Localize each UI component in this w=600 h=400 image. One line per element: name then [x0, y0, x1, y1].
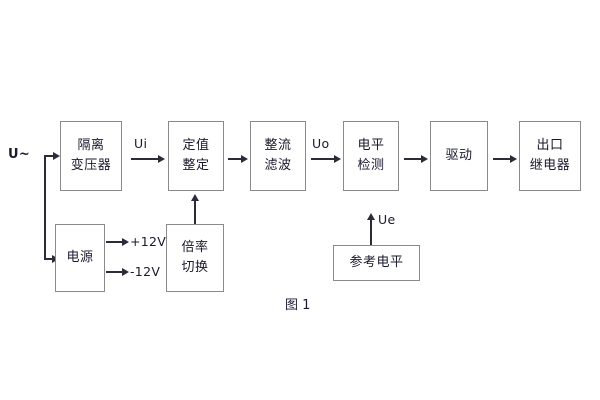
block-multiplier-switch: 倍率 切换	[166, 224, 224, 292]
block-line: 整流	[264, 137, 292, 153]
rail-label-positive: +12V	[130, 234, 167, 249]
block-line: 变压器	[70, 158, 112, 173]
block-line: 电平	[357, 137, 385, 153]
wire-rail-positive	[106, 241, 123, 243]
block-line: 倍率	[181, 239, 209, 255]
wire-level-detection-to-driver	[404, 158, 422, 160]
wire-driver-to-output-relay	[493, 158, 511, 160]
rail-label-negative: -12V	[130, 264, 161, 279]
block-level-detection: 电平 检测	[343, 121, 399, 191]
wire-setpoint-to-rectifier	[228, 158, 242, 160]
wire-reference-to-level-detection	[370, 219, 372, 245]
block-line: 隔离	[77, 137, 105, 153]
arrow-rectifier-to-level-detection-icon	[334, 154, 341, 163]
block-line: 出口	[536, 137, 564, 153]
arrow-level-detection-to-driver-icon	[421, 154, 428, 163]
block-line: 滤波	[264, 158, 292, 173]
input-to-power-supply-wire	[44, 258, 53, 260]
signal-label-ui: Ui	[134, 136, 148, 151]
arrow-reference-to-level-detection-icon	[366, 213, 375, 220]
figure-caption: 图 1	[285, 298, 311, 313]
arrow-rail-negative-icon	[122, 267, 129, 276]
block-isolation-transformer: 隔离 变压器	[60, 121, 122, 191]
block-line: 参考电平	[349, 254, 404, 270]
arrow-setpoint-to-rectifier-icon	[241, 154, 248, 163]
block-line: 定值	[182, 137, 210, 153]
block-line: 整定	[182, 158, 210, 173]
wire-rail-negative	[106, 271, 123, 273]
wire-rectifier-to-level-detection	[311, 158, 335, 160]
signal-label-ue: Ue	[378, 212, 396, 227]
block-setpoint-setting: 定值 整定	[168, 121, 224, 191]
block-output-relay: 出口 继电器	[519, 121, 581, 191]
block-line: 检测	[357, 158, 385, 173]
wire-transformer-to-setpoint	[131, 158, 159, 160]
input-to-transformer-wire	[44, 155, 54, 157]
wire-multiplier-to-setpoint	[194, 200, 196, 224]
input-trunk-wire	[44, 155, 46, 259]
block-line: 电源	[66, 249, 94, 265]
arrow-driver-to-output-relay-icon	[510, 154, 517, 163]
block-line: 切换	[181, 260, 209, 275]
input-source-label: U~	[8, 147, 31, 162]
signal-label-uo: Uo	[312, 136, 330, 151]
input-to-transformer-arrow-icon	[53, 151, 60, 160]
block-rectifier-filter: 整流 滤波	[250, 121, 306, 191]
arrow-multiplier-to-setpoint-icon	[190, 194, 199, 201]
block-line: 驱动	[445, 147, 473, 163]
block-driver: 驱动	[430, 121, 488, 191]
block-power-supply: 电源	[55, 224, 105, 292]
arrow-rail-positive-icon	[122, 237, 129, 246]
block-reference-level: 参考电平	[333, 245, 420, 281]
arrow-transformer-to-setpoint-icon	[158, 154, 165, 163]
block-line: 继电器	[529, 158, 571, 173]
